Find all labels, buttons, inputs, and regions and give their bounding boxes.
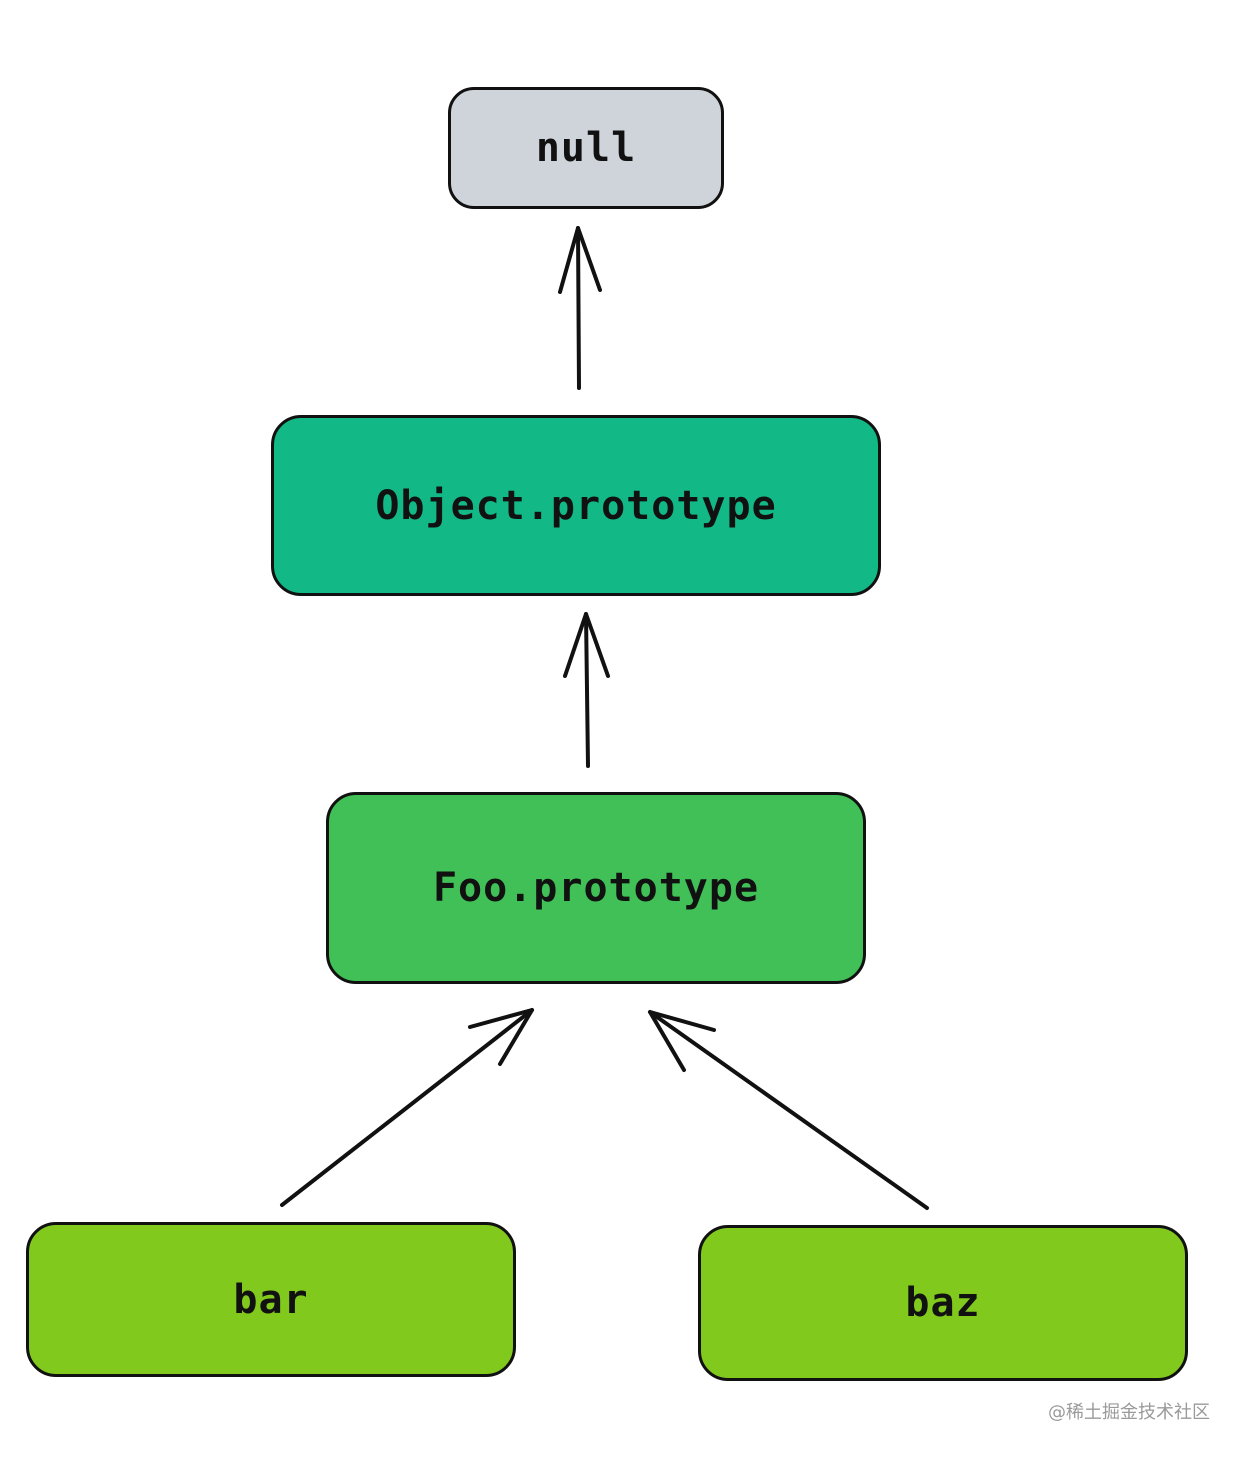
- arrow-head: [558, 226, 602, 294]
- node-null: null: [448, 87, 724, 209]
- arrow-shaft: [584, 612, 590, 768]
- node-object-prototype-label: Object.prototype: [375, 482, 777, 529]
- node-bar-label: bar: [233, 1276, 309, 1323]
- node-baz: baz: [698, 1225, 1188, 1381]
- node-null-label: null: [535, 125, 637, 171]
- node-foo-prototype-label: Foo.prototype: [432, 865, 760, 911]
- arrow-object-prototype-to-null: [558, 226, 602, 390]
- arrow-foo-prototype-to-object-prototype: [563, 612, 610, 768]
- arrow-shaft: [576, 226, 581, 390]
- node-foo-prototype: Foo.prototype: [326, 792, 866, 984]
- arrow-shaft: [280, 1008, 534, 1207]
- arrow-shaft: [648, 1010, 929, 1210]
- node-baz-label: baz: [905, 1280, 981, 1326]
- watermark: @稀土掘金技术社区: [1048, 1402, 1210, 1423]
- arrow-head: [563, 612, 610, 678]
- arrow-baz-to-foo-prototype: [648, 1010, 929, 1210]
- node-bar: bar: [26, 1222, 516, 1377]
- arrow-head: [468, 1008, 534, 1066]
- node-object-prototype: Object.prototype: [271, 415, 881, 596]
- arrow-head: [648, 1010, 716, 1072]
- arrow-bar-to-foo-prototype: [280, 1008, 534, 1207]
